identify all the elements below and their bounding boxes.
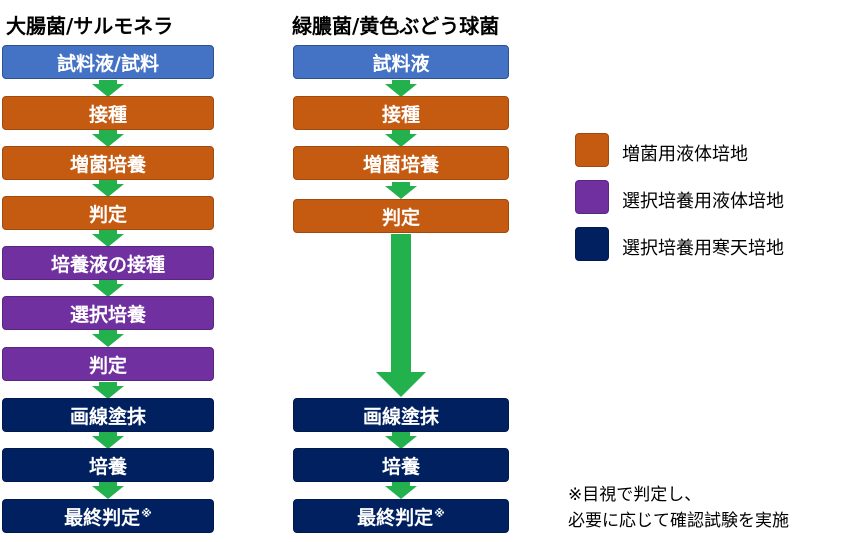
left-step-final: 最終判定※ [2,499,214,533]
arrow-left-8 [92,432,124,449]
legend-label-selective-agar: 選択培養用寒天培地 [622,238,784,259]
legend-label-selective-liquid: 選択培養用液体培地 [622,191,784,212]
footnote-line-1: ※目視で判定し、 [568,485,702,505]
left-step-streak: 画線塗抹 [2,398,214,432]
left-step-inoculation: 接種 [2,96,214,130]
right-step-sample: 試料液 [293,45,509,79]
right-step-streak: 画線塗抹 [293,398,509,432]
legend-label-enrichment-liquid: 増菌用液体培地 [622,144,748,165]
left-step-culture: 培養 [2,448,214,482]
right-step-inoculation: 接種 [293,96,509,130]
left-step-enrichment: 増菌培養 [2,146,214,180]
right-step-final: 最終判定※ [293,499,509,533]
left-step-selective: 選択培養 [2,296,214,330]
arrow-left-7 [92,382,124,399]
left-step-sample: 試料液/試料 [2,45,214,79]
arrow-left-2 [92,130,124,147]
arrow-right-1 [385,80,417,97]
arrow-left-1 [92,80,124,97]
final-note-mark: ※ [141,506,152,520]
legend-swatch-selective-agar [575,227,609,261]
left-flow-title: 大腸菌/サルモネラ [6,14,174,38]
arrow-left-9 [92,482,124,499]
right-step-judgement: 判定 [293,199,509,233]
arrow-left-4 [92,230,124,247]
arrow-right-2 [385,130,417,147]
final-note-mark: ※ [434,506,445,520]
arrow-right-5 [385,432,417,449]
legend-swatch-selective-liquid [575,180,609,214]
left-step-judgement-1: 判定 [2,196,214,230]
right-flow-title: 緑膿菌/黄色ぶどう球菌 [292,14,500,38]
arrow-left-5 [92,280,124,297]
arrow-right-3 [385,182,417,199]
footnote: ※目視で判定し、 必要に応じて確認試験を実施 [568,482,789,534]
right-step-enrichment: 増菌培養 [293,146,509,180]
left-step-judgement-2: 判定 [2,347,214,381]
right-step-culture: 培養 [293,448,509,482]
arrow-right-6 [385,482,417,499]
arrow-left-3 [92,180,124,197]
footnote-line-2: 必要に応じて確認試験を実施 [568,511,789,531]
arrow-right-long [376,234,426,397]
left-step-broth-transfer: 培養液の接種 [2,246,214,280]
arrow-left-6 [92,330,124,347]
legend-swatch-enrichment-liquid [575,133,609,167]
